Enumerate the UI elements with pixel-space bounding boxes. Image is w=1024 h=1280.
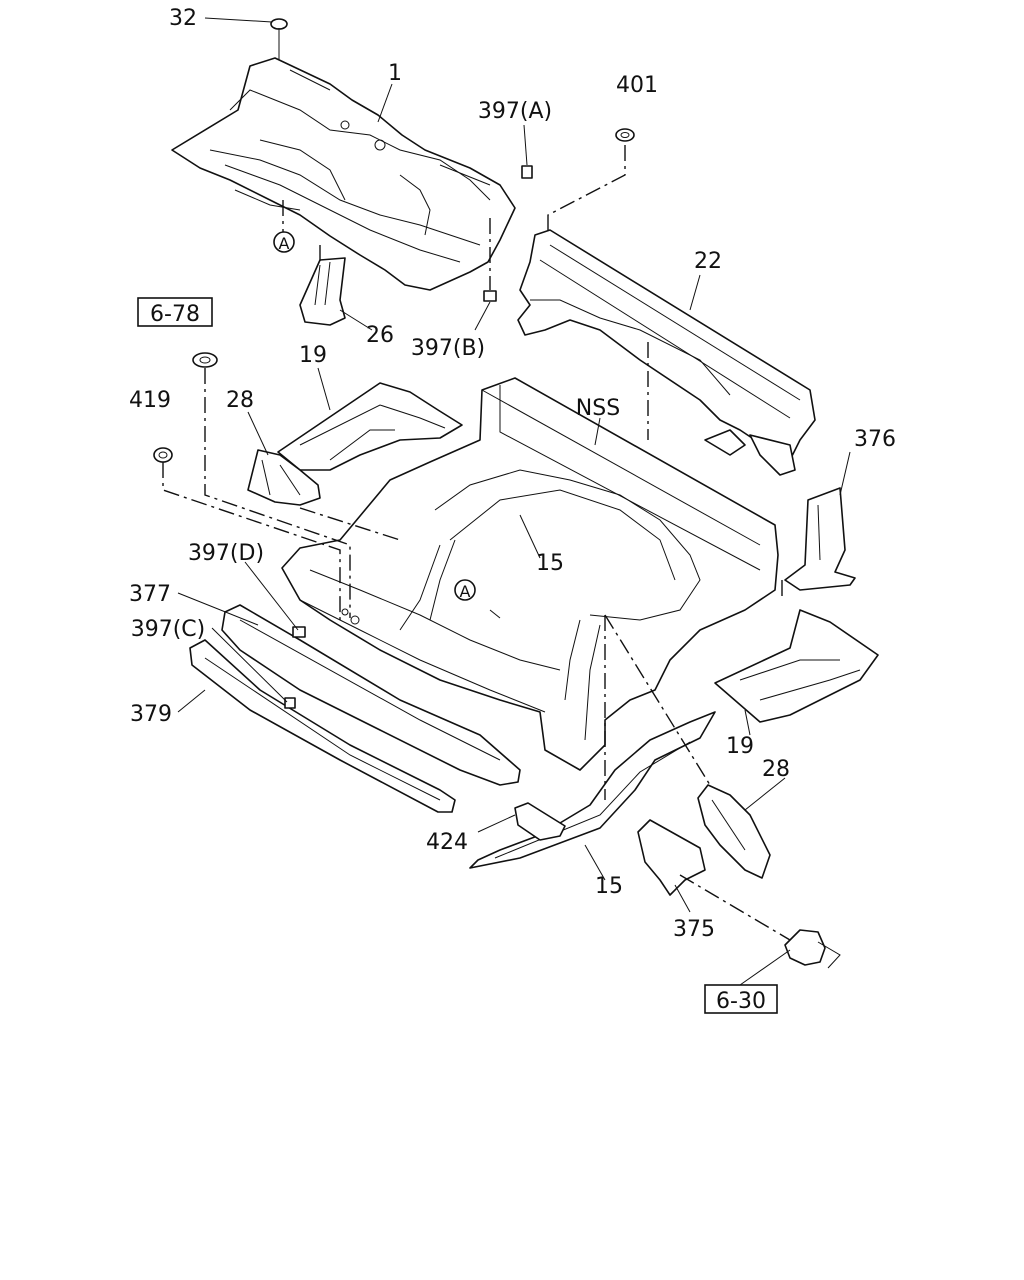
ref-6-78-label: 6-78	[150, 302, 200, 327]
callout-376[interactable]: 376	[854, 427, 896, 452]
part-376-bracket	[784, 487, 856, 591]
ref-6-78[interactable]: 6-78	[137, 297, 213, 327]
marker-a-floor: A	[454, 579, 476, 601]
callout-397a[interactable]: 397(A)	[478, 99, 552, 124]
callout-19-right[interactable]: 19	[726, 734, 754, 759]
part-1-floor-panel	[171, 57, 516, 291]
callout-nss[interactable]: NSS	[576, 396, 620, 421]
callout-397d[interactable]: 397(D)	[188, 541, 264, 566]
fastener-6-78-nut	[192, 352, 218, 368]
callout-419[interactable]: 419	[129, 388, 171, 413]
leader-lines	[177, 17, 851, 986]
ref-6-30-label: 6-30	[716, 989, 766, 1014]
fastener-401	[615, 128, 635, 142]
ref-6-30[interactable]: 6-30	[704, 984, 778, 1014]
callout-377[interactable]: 377	[129, 582, 171, 607]
callout-32[interactable]: 32	[169, 6, 197, 31]
callout-401[interactable]: 401	[616, 73, 658, 98]
connector-6-30	[784, 929, 841, 969]
assembly-lines	[162, 145, 791, 941]
callout-22[interactable]: 22	[694, 249, 722, 274]
part-26-bracket	[299, 257, 346, 326]
marker-a-top: A	[273, 231, 295, 253]
part-424-plate	[514, 802, 566, 841]
fastener-397d	[292, 626, 306, 638]
fastener-32	[270, 18, 288, 60]
part-22-cross-member	[517, 229, 816, 476]
callout-19-left[interactable]: 19	[299, 343, 327, 368]
part-19-right-panel	[714, 609, 879, 723]
callout-379[interactable]: 379	[130, 702, 172, 727]
fastener-397b	[483, 290, 497, 302]
callout-28-right[interactable]: 28	[762, 757, 790, 782]
marker-a-top-label: A	[279, 234, 290, 253]
callout-28-left[interactable]: 28	[226, 388, 254, 413]
callout-424[interactable]: 424	[426, 830, 468, 855]
part-377-rail	[221, 604, 521, 786]
callout-375[interactable]: 375	[673, 917, 715, 942]
marker-a-floor-label: A	[460, 582, 471, 601]
callout-26[interactable]: 26	[366, 323, 394, 348]
part-375-shield	[637, 819, 706, 896]
callout-397b[interactable]: 397(B)	[411, 336, 485, 361]
callout-1[interactable]: 1	[388, 61, 402, 86]
part-28-right-bracket	[697, 784, 771, 879]
fastener-397c	[284, 697, 296, 709]
fastener-419	[153, 447, 173, 463]
part-19-left-panel	[277, 382, 463, 471]
callout-15-lower[interactable]: 15	[595, 874, 623, 899]
callout-15-upper[interactable]: 15	[536, 551, 564, 576]
callout-397c[interactable]: 397(C)	[131, 617, 206, 642]
fastener-397a	[521, 165, 533, 179]
part-379-rail	[189, 639, 456, 813]
callout-labels: 32 1 397(A) 401 22 26 397(B) 19 419 28 N…	[129, 6, 896, 942]
part-28-left-bracket	[247, 449, 321, 506]
